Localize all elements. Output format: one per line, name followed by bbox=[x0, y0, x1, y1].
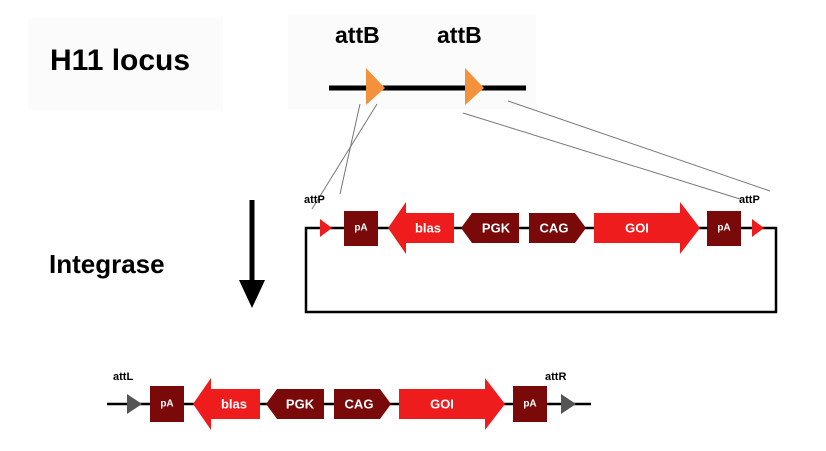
plasmid-pa-left: pA bbox=[344, 211, 378, 246]
attp-site-left bbox=[320, 219, 332, 237]
product-pa-left-label: pA bbox=[160, 399, 173, 410]
product-pa-left: pA bbox=[150, 386, 184, 422]
attb-site-left bbox=[366, 68, 385, 105]
attb-site-right bbox=[465, 68, 484, 105]
guide-line bbox=[462, 112, 741, 200]
product-blas-label: blas bbox=[221, 397, 247, 412]
attp-site-right bbox=[752, 219, 764, 237]
attr-label: attR bbox=[545, 371, 567, 383]
attl-site bbox=[127, 394, 142, 414]
attp-label-left: attP bbox=[304, 194, 325, 206]
product-pgk: PGK bbox=[266, 389, 324, 419]
guide-line bbox=[339, 103, 361, 195]
attp-label-right: attP bbox=[739, 194, 760, 206]
product-pa-right-label: pA bbox=[523, 399, 536, 410]
product-blas: blas bbox=[193, 378, 260, 430]
plasmid-pgk-label: PGK bbox=[482, 221, 511, 236]
plasmid-cag: CAG bbox=[529, 213, 586, 243]
plasmid-goi: GOI bbox=[594, 202, 700, 254]
attb-label-right: attB bbox=[437, 22, 482, 48]
integrase-label: Integrase bbox=[49, 249, 165, 279]
guide-line bbox=[507, 100, 771, 192]
locus-title: H11 locus bbox=[50, 44, 191, 77]
plasmid-goi-label: GOI bbox=[625, 221, 649, 236]
attb-panel bbox=[288, 14, 536, 109]
attl-label: attL bbox=[113, 371, 134, 383]
plasmid-blas-label: blas bbox=[415, 221, 441, 236]
product-goi-label: GOI bbox=[430, 397, 454, 412]
attb-label-left: attB bbox=[335, 22, 380, 48]
product-goi: GOI bbox=[399, 378, 505, 430]
product-cag-label: CAG bbox=[345, 397, 374, 412]
locus-title-panel bbox=[28, 18, 223, 110]
plasmid-pgk: PGK bbox=[461, 213, 519, 243]
product-pgk-label: PGK bbox=[286, 397, 315, 412]
plasmid-pa-left-label: pA bbox=[354, 223, 367, 234]
plasmid-pa-right-label: pA bbox=[717, 223, 730, 234]
plasmid-pa-right: pA bbox=[707, 211, 741, 246]
attr-site bbox=[561, 394, 576, 414]
integrase-arrow-head bbox=[239, 280, 265, 308]
product-cag: CAG bbox=[334, 389, 391, 419]
guide-line bbox=[311, 103, 378, 210]
plasmid-blas: blas bbox=[388, 202, 454, 254]
plasmid-cag-label: CAG bbox=[540, 221, 569, 236]
product-pa-right: pA bbox=[513, 386, 547, 422]
